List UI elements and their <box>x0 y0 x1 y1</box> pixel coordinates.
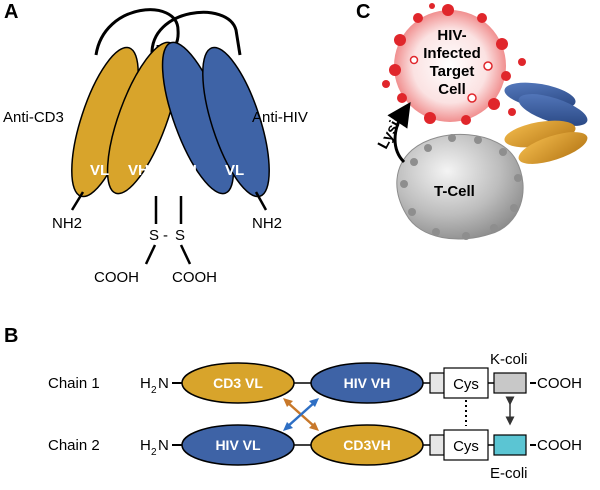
nh2-left: NH2 <box>52 215 82 232</box>
infected-cell: HIV- Infected Target Cell <box>382 3 526 125</box>
chain-1-domain1-label: CD3 VL <box>213 375 263 391</box>
virus-particles-light <box>409 55 493 103</box>
nh2-right-line <box>254 191 268 211</box>
t-cell-body <box>396 133 524 240</box>
chain-2-coil-label: E-coli <box>490 465 528 482</box>
chain-2-cys-box <box>443 429 489 461</box>
chain-2-h-sub: 2 <box>151 447 157 458</box>
chain-1-k-coil <box>493 372 527 394</box>
nh2-left-line <box>70 191 85 211</box>
chain-2: Chain 2 H 2 N HIV VL CD3VH Cys E-coli CO… <box>48 424 582 482</box>
pair-arrow-blue <box>286 401 316 428</box>
domain-label-vh-right: VH <box>176 162 197 179</box>
infected-text-4: Cell <box>438 81 466 98</box>
chain-2-cooh: COOH <box>537 437 582 454</box>
cooh-right: COOH <box>172 269 217 286</box>
chain-1-hinge <box>429 372 445 394</box>
anti-hiv-label: Anti-HIV <box>252 109 308 126</box>
t-cell-dots <box>400 134 522 240</box>
mini-blue-2 <box>518 94 588 126</box>
virus-particles <box>382 3 526 125</box>
chain-2-h: H <box>140 437 151 454</box>
infected-text-2: Infected <box>423 45 481 62</box>
domain-label-vh-left: VH <box>128 162 149 179</box>
chain-2-hinge <box>429 434 445 456</box>
domain-label-vl-right: VL <box>225 162 244 179</box>
panel-b-letter: B <box>4 325 18 347</box>
chain-2-domain1-label: HIV VL <box>215 437 261 453</box>
lysis-label: Lysis <box>375 111 408 152</box>
panel-a-letter: A <box>4 1 18 23</box>
chain-1-label: Chain 1 <box>48 375 100 392</box>
panel-c-letter: C <box>356 1 370 23</box>
chain-1-n: N <box>158 375 169 392</box>
chain-1: Chain 1 H 2 N CD3 VL HIV VH Cys K-coli C… <box>48 351 582 404</box>
cooh-left-line <box>144 244 157 265</box>
domain-label-vl-left: VL <box>90 162 109 179</box>
chain-2-e-coil <box>493 434 527 456</box>
chain-1-domain2-label: HIV VH <box>344 375 391 391</box>
chain-1-cys-box <box>443 367 489 399</box>
anti-cd3-label: Anti-CD3 <box>3 109 64 126</box>
sulfur-left: S <box>149 227 159 244</box>
cooh-left: COOH <box>94 269 139 286</box>
chain-2-n: N <box>158 437 169 454</box>
t-cell-label: T-Cell <box>434 183 475 200</box>
lysis-arrow <box>387 102 411 164</box>
cooh-right-line <box>179 244 192 265</box>
chain-2-cys: Cys <box>453 438 479 455</box>
blue-vl-domain <box>202 46 270 198</box>
infected-text-1: HIV- <box>437 27 466 44</box>
chain-1-cooh: COOH <box>537 375 582 392</box>
diabody-mini <box>504 82 588 164</box>
sulfur-right: S <box>175 227 185 244</box>
chain-2-domain2-label: CD3VH <box>343 437 390 453</box>
diabody-structure: VL VH VH VL NH2 NH2 S - S COOH COOH Anti… <box>3 8 308 286</box>
sulfur-dash: - <box>163 227 168 244</box>
linker-right <box>150 10 242 56</box>
chain-1-cys: Cys <box>453 376 479 393</box>
nh2-right: NH2 <box>252 215 282 232</box>
chain-1-coil-label: K-coli <box>490 351 528 368</box>
infected-cell-body <box>394 10 506 122</box>
chain-1-h: H <box>140 375 151 392</box>
infected-text-3: Target <box>430 63 475 80</box>
chain-1-h-sub: 2 <box>151 385 157 396</box>
chain-2-label: Chain 2 <box>48 437 100 454</box>
t-cell: T-Cell <box>396 133 524 240</box>
mini-gold-2 <box>518 132 588 164</box>
pairing-arrows <box>283 398 319 431</box>
